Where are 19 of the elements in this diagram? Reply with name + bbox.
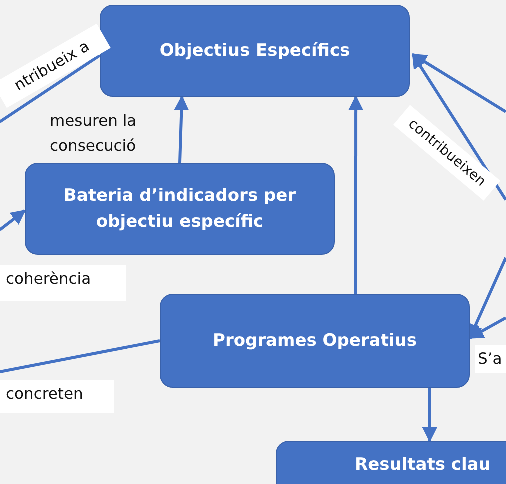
arrow — [468, 316, 506, 340]
arrow — [412, 53, 506, 114]
arrow — [174, 96, 190, 164]
process-box — [25, 163, 335, 255]
arrow — [0, 210, 26, 232]
edge-label: coherència — [0, 265, 126, 301]
arrow — [348, 96, 364, 294]
box-title: Programes Operatius — [212, 330, 417, 353]
connector-line — [0, 340, 160, 374]
arrow — [412, 53, 506, 201]
edge-label: concreten — [0, 380, 114, 413]
process-box — [100, 5, 410, 97]
edge-label: S’a — [475, 345, 506, 373]
process-box — [160, 294, 470, 388]
connector-line — [0, 54, 101, 124]
box-title: Objectius Específics — [160, 40, 350, 63]
box-title: Bateria d’indicadors per objectiu específic — [62, 184, 298, 234]
arrow — [422, 388, 438, 442]
box-title: Resultats clau — [355, 454, 491, 477]
